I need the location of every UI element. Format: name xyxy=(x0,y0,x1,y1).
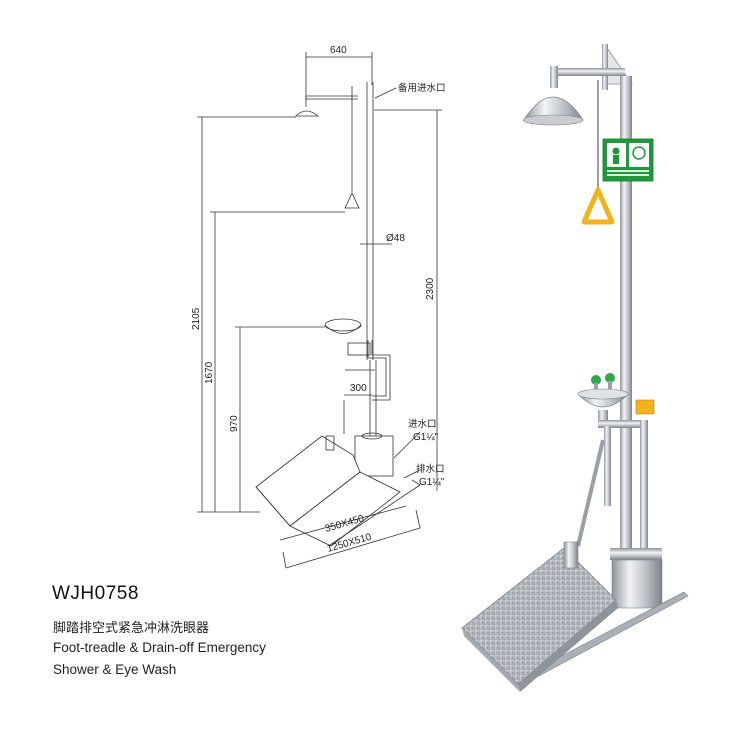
safety-sign xyxy=(602,138,654,182)
dim-bowl-height: 970 xyxy=(229,415,240,432)
technical-drawing xyxy=(197,52,442,569)
dim-shower-height: 2105 xyxy=(191,307,202,330)
dim-pull-height: 1670 xyxy=(204,361,215,384)
eyewash-bowl xyxy=(577,373,629,422)
label-inlet-size: G1¼" xyxy=(413,431,439,443)
product-name-en-line2: Shower & Eye Wash xyxy=(53,662,177,677)
dim-overall-height: 2300 xyxy=(425,277,436,300)
label-inlet: 进水口 xyxy=(408,418,437,430)
dim-top-width: 640 xyxy=(330,45,347,56)
label-spare-inlet: 备用进水口 xyxy=(398,82,446,94)
product-name-cn: 脚踏排空式紧急冲淋洗眼器 xyxy=(53,621,210,636)
product-name-en-line1: Foot-treadle & Drain-off Emergency xyxy=(53,640,266,655)
dim-pipe-diameter: Ø48 xyxy=(386,233,405,244)
label-drain-size: G1¼" xyxy=(419,476,445,488)
pull-handle-icon xyxy=(581,187,615,225)
label-drain: 排水口 xyxy=(416,463,445,475)
dim-bowl-offset: 300 xyxy=(350,383,367,394)
model-number: WJH0758 xyxy=(52,583,139,604)
valve-tag-icon xyxy=(635,399,655,415)
product-photo xyxy=(461,43,689,692)
foot-treadle xyxy=(461,541,618,692)
